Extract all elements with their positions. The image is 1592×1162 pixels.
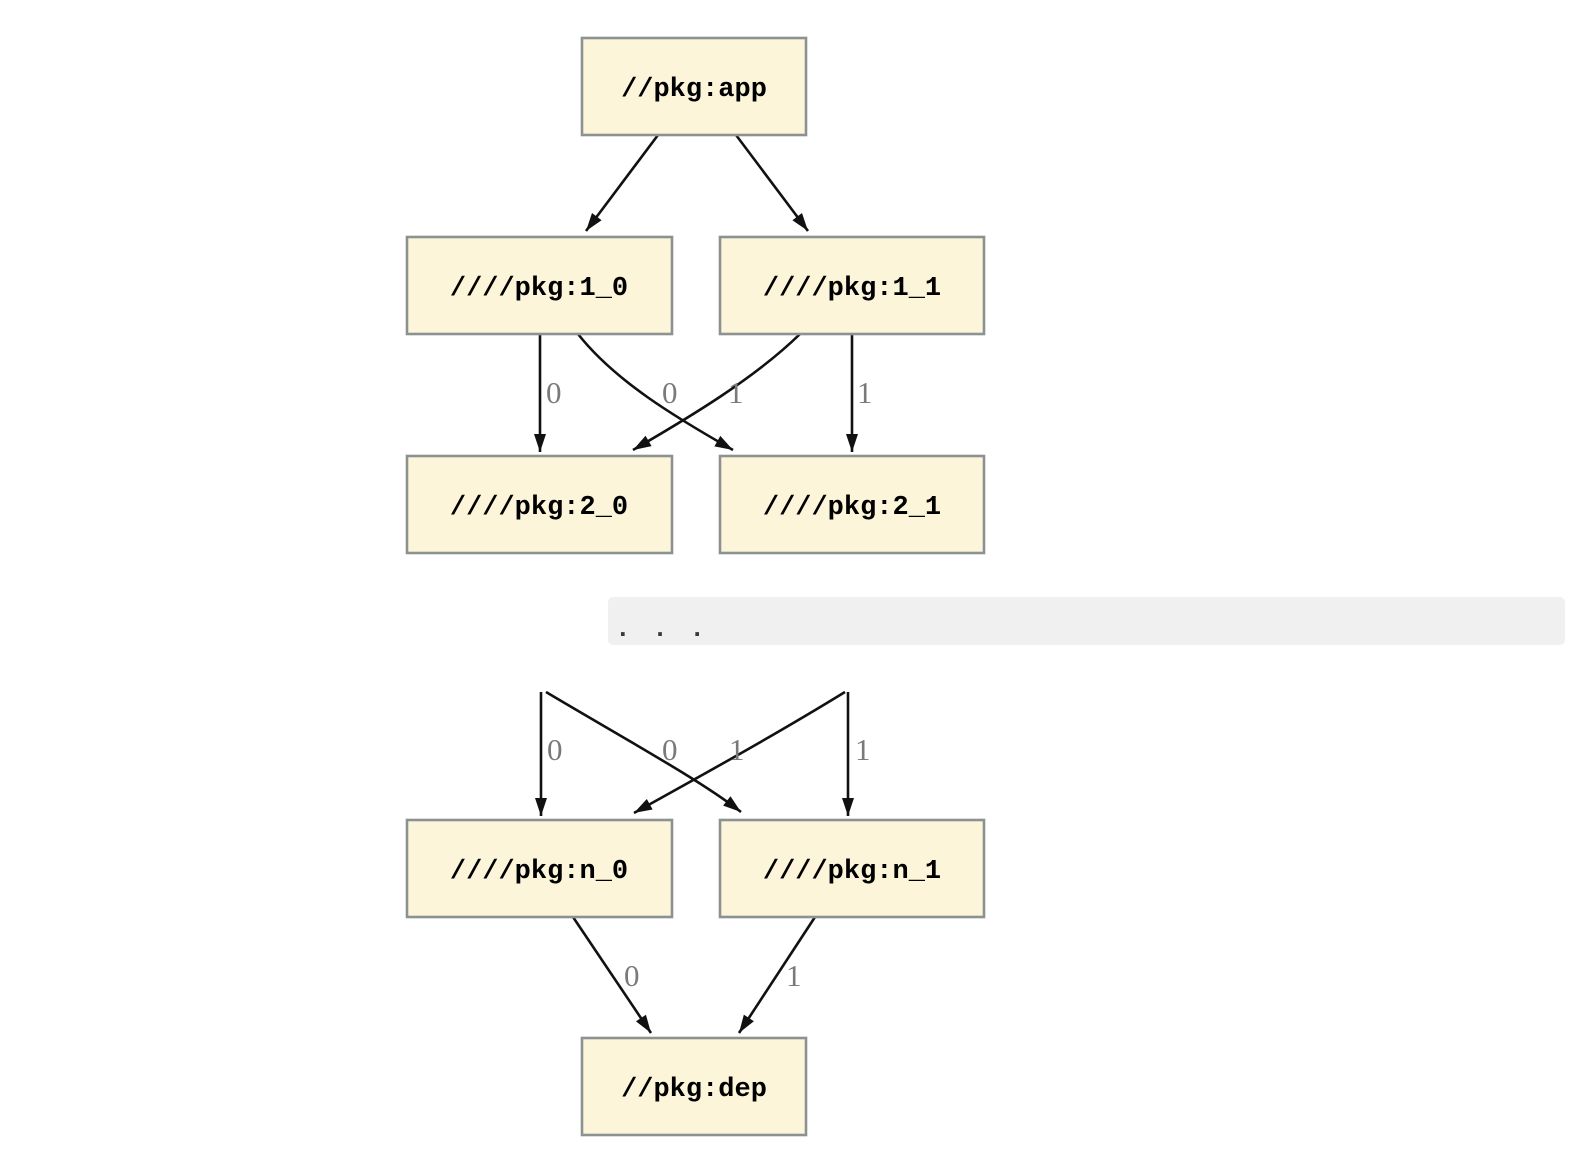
edge-app-to-1-1 — [734, 134, 810, 232]
edge-label-elided-to-n-1-right: 1 — [855, 732, 871, 767]
edges — [534, 134, 858, 1034]
edge-label-1-1-to-2-0: 0 — [662, 375, 678, 410]
node-n-1-label: ////pkg:n_1 — [763, 857, 941, 887]
edge-label-1-0-to-2-0: 0 — [546, 375, 562, 410]
elision-separator: . . . — [608, 597, 1565, 645]
elision-dots: . . . — [615, 614, 708, 644]
edge-label-elided-to-n-0-left: 0 — [547, 732, 563, 767]
node-n-0-box — [405, 818, 674, 919]
node-1-1-box — [718, 235, 986, 336]
node-1-0-box — [405, 235, 674, 336]
edge-n-0-to-dep — [571, 916, 653, 1034]
node-dep-label: //pkg:dep — [621, 1075, 767, 1105]
edge-label-n-0-to-dep: 0 — [624, 958, 640, 993]
edge-label-elided-to-n-0-cross: 0 — [662, 732, 678, 767]
node-1-1-label: ////pkg:1_1 — [763, 274, 941, 304]
node-2-0: ////pkg:2_0 — [405, 454, 674, 555]
elision-bar — [608, 597, 1565, 645]
node-app-box — [580, 36, 808, 137]
node-1-0: ////pkg:1_0 — [405, 235, 674, 336]
node-2-1-box — [718, 454, 986, 555]
node-2-0-label: ////pkg:2_0 — [450, 493, 628, 523]
edge-1-0-to-2-1 — [576, 333, 734, 452]
edge-elided-to-n-0-cross — [633, 690, 846, 815]
edge-label-n-1-to-dep: 1 — [786, 958, 802, 993]
node-app-label: //pkg:app — [621, 75, 767, 105]
node-2-1-label: ////pkg:2_1 — [763, 493, 941, 523]
edge-label-1-1-to-2-1: 1 — [857, 375, 873, 410]
node-n-0-label: ////pkg:n_0 — [450, 857, 628, 887]
edge-n-1-to-dep — [737, 916, 817, 1034]
node-n-1-box — [718, 818, 986, 919]
node-n-1: ////pkg:n_1 — [718, 818, 986, 919]
node-dep: //pkg:dep — [580, 1036, 808, 1137]
node-1-1: ////pkg:1_1 — [718, 235, 986, 336]
node-dep-box — [580, 1036, 808, 1137]
edge-1-1-to-2-0 — [632, 333, 801, 452]
edge-elided-to-n-1-cross — [545, 690, 742, 814]
node-app: //pkg:app — [580, 36, 808, 137]
node-2-1: ////pkg:2_1 — [718, 454, 986, 555]
edge-labels: 0 0 1 1 0 0 1 1 0 1 — [546, 375, 873, 993]
edge-app-to-1-0 — [584, 134, 660, 232]
node-n-0: ////pkg:n_0 — [405, 818, 674, 919]
node-1-0-label: ////pkg:1_0 — [450, 274, 628, 304]
edge-label-elided-to-n-1-cross: 1 — [729, 732, 745, 767]
edge-label-1-0-to-2-1: 1 — [728, 375, 744, 410]
node-2-0-box — [405, 454, 674, 555]
